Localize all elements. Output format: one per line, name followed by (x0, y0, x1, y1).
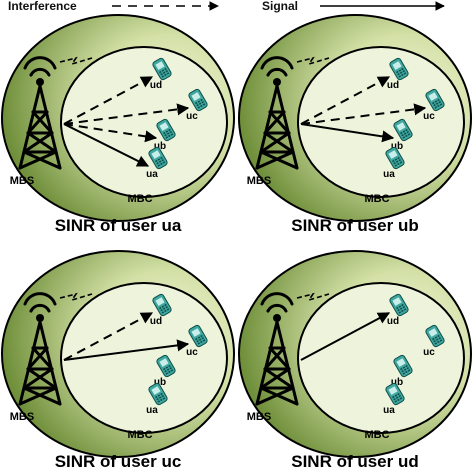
phone-icon (393, 118, 413, 142)
interference-arrow (300, 103, 427, 125)
base-station-label: MBS (10, 411, 34, 423)
phone-icon (152, 57, 172, 81)
user-label: ub (391, 377, 403, 388)
base-station-label: MBS (10, 175, 34, 187)
user-label: ud (387, 316, 399, 327)
user-label: ua (146, 405, 158, 416)
interference-arrow (63, 103, 190, 125)
panel-caption: SINR of user ub (291, 216, 419, 235)
interference-arrow (63, 312, 154, 361)
user-label: ua (146, 169, 158, 180)
signal-arrow (300, 123, 395, 143)
user-label: ua (383, 405, 395, 416)
phone-icon (385, 146, 405, 170)
phone-icon (393, 354, 413, 378)
interference-arrow (300, 76, 391, 125)
user-label: ua (383, 169, 395, 180)
signal-arrow (63, 339, 190, 361)
signal-arrow (63, 123, 150, 167)
phone-icon (156, 118, 176, 142)
phone-icon (152, 293, 172, 317)
backhaul-link (296, 56, 330, 66)
phone-icon (425, 88, 445, 112)
cell-label: MBC (364, 193, 389, 205)
coverage-ellipse (60, 282, 228, 434)
tower-icon (18, 56, 62, 170)
backhaul-link (59, 56, 93, 66)
phone-icon (148, 146, 168, 170)
phone-icon (389, 293, 409, 317)
base-station-label: MBS (247, 175, 271, 187)
legend: Interference Signal (8, 0, 445, 13)
phone-icon (188, 324, 208, 348)
interference-arrow (63, 123, 158, 143)
backhaul-link (59, 292, 93, 302)
panel-caption: SINR of user ud (291, 452, 419, 471)
backhaul-link (296, 292, 330, 302)
cell-label: MBC (127, 193, 152, 205)
user-label: ud (150, 80, 162, 91)
tower-icon (255, 56, 299, 170)
user-label: uc (423, 347, 435, 358)
signal-arrow (300, 312, 391, 361)
user-label: uc (186, 347, 198, 358)
cell-label: MBC (127, 429, 152, 441)
user-label: ub (154, 141, 166, 152)
legend-interference-label: Interference (8, 0, 77, 13)
user-label: ud (150, 316, 162, 327)
panel-caption: SINR of user ua (55, 216, 182, 235)
user-label: uc (423, 111, 435, 122)
coverage-ellipse (297, 282, 465, 434)
interference-arrow (63, 76, 154, 125)
tower-icon (255, 292, 299, 406)
legend-signal-label: Signal (262, 0, 298, 13)
phone-icon (425, 324, 445, 348)
user-label: uc (186, 111, 198, 122)
phone-icon (148, 382, 168, 406)
tower-icon (18, 292, 62, 406)
user-label: ud (387, 80, 399, 91)
cell-label: MBC (364, 429, 389, 441)
phone-icon (389, 57, 409, 81)
user-label: ub (391, 141, 403, 152)
phone-icon (156, 354, 176, 378)
phone-icon (385, 382, 405, 406)
coverage-ellipse (60, 46, 228, 198)
coverage-ellipse (297, 46, 465, 198)
panel-caption: SINR of user uc (55, 452, 182, 471)
phone-icon (188, 88, 208, 112)
base-station-label: MBS (247, 411, 271, 423)
user-label: ub (154, 377, 166, 388)
